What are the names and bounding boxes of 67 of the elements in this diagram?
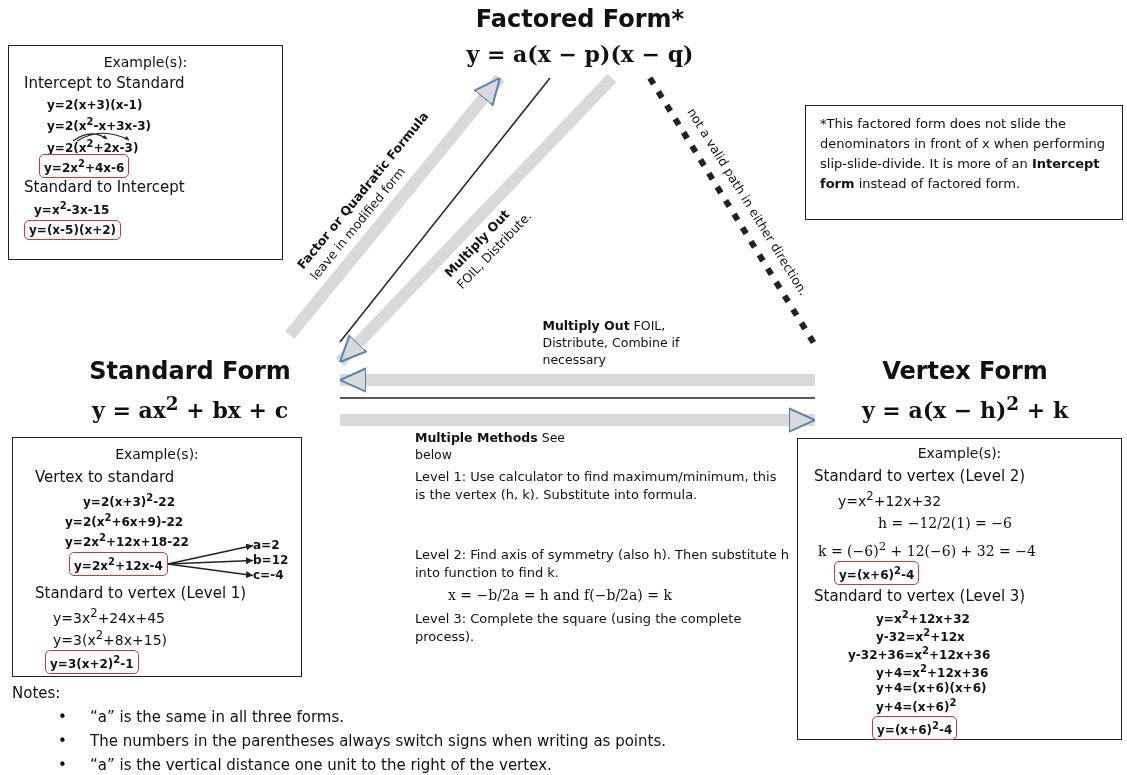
equation: y=2(x$^{2}$+6x+9)-22 (65, 512, 184, 529)
equation: k = (−6)$^{2}$ + 12(−6) + 32 = −4 (818, 539, 1036, 559)
coefficient: a=2 (253, 538, 280, 552)
formula: y = a(x − p)(x − q) (465, 41, 695, 67)
equation: y=x$^{2}$+12x+32 (838, 489, 942, 509)
example-subheading: Standard to Intercept (24, 178, 185, 196)
example-subheading: Standard to vertex (Level 3) (814, 587, 1026, 605)
block-arrow (340, 407, 816, 433)
highlighted-answer: y=2x$^{2}$+12x-4 (69, 552, 168, 576)
formula: y = a(x − h)$^{2}$ + k (860, 393, 1070, 424)
method-text: Level 3: Complete the square (using the complete process). (415, 610, 743, 647)
equation: h = −12/2(1) = −6 (878, 515, 1012, 531)
footnote-text: *This factored form does not slide the denominators in front of x when performing slip-slide-divide. It is more of an Intercept form instead of factored form. (819, 115, 1106, 194)
note-card (805, 105, 1123, 220)
formula: y = ax$^{2}$ + bx + c (90, 393, 290, 424)
note-item: The numbers in the parentheses always switch signs when writing as points. (90, 731, 666, 752)
connector-line (339, 77, 551, 343)
bullet: • (58, 707, 67, 728)
note-item: “a” is the same in all three forms. (90, 707, 344, 728)
example-heading: Example(s): (102, 54, 189, 70)
arrow (167, 557, 254, 565)
block-arrow (339, 367, 815, 393)
example-subheading: Intercept to Standard (24, 74, 185, 92)
equation: y-32+36=x$^{2}$+12x+36 (848, 645, 991, 662)
highlighted-answer: y=(x+6)$^{2}$-4 (872, 716, 958, 740)
equation: y=2(x+3)(x-1) (47, 98, 143, 112)
equation: y+4=x$^{2}$+12x+36 (876, 663, 989, 680)
form-title: Vertex Form (881, 357, 1049, 385)
form-title: Factored Form* (474, 5, 686, 33)
example-card (12, 437, 302, 677)
example-subheading: Standard to vertex (Level 2) (814, 467, 1026, 485)
highlighted-answer: y=3(x+2)$^{2}$-1 (45, 650, 139, 674)
method-text: Level 2: Find axis of symmetry (also h). Then substitute h into function to find k. (415, 546, 791, 583)
equation: y=2(x$^{2}$-x+3x-3) (47, 116, 152, 133)
block-arrow (285, 74, 505, 339)
equation: y=3(x$^{2}$+8x+15) (53, 628, 168, 648)
arrow (167, 563, 254, 579)
formula: x = −b/2a = h and f(−b/2a) = k (448, 586, 672, 605)
example-heading: Example(s): (114, 446, 200, 462)
equation: y-32=x$^{2}$+12x (876, 627, 965, 644)
form-title: Standard Form (88, 357, 292, 385)
bullet: • (58, 731, 67, 752)
block-arrow (335, 73, 617, 367)
note-item: “a” is the vertical distance one unit to the right of the vertex. (90, 755, 552, 775)
notes-heading: Notes: (12, 683, 61, 704)
example-subheading: Standard to vertex (Level 1) (35, 584, 247, 602)
connector-line (339, 397, 816, 399)
highlighted-answer: y=(x+6)$^{2}$-4 (834, 561, 920, 585)
equation: y=2(x$^{2}$+2x-3) (47, 138, 139, 155)
equation: y+4=(x+6)$^{2}$ (876, 697, 957, 714)
bullet: • (58, 755, 67, 775)
example-subheading: Vertex to standard (35, 468, 175, 486)
highlighted-answer: y=(x-5)(x+2) (24, 220, 122, 240)
equation: y=3x$^{2}$+24x+45 (53, 606, 165, 626)
equation: y=x$^{2}$-3x-15 (34, 200, 110, 217)
coefficient: b=12 (253, 553, 289, 567)
equation: y=2x$^{2}$+12x+18-22 (65, 532, 189, 549)
example-card (797, 438, 1122, 740)
highlighted-answer: y=2x$^{2}$+4x-6 (39, 154, 130, 178)
example-card (8, 45, 283, 260)
coefficient: c=-4 (253, 568, 284, 582)
equation: y+4=(x+6)(x+6) (876, 681, 987, 695)
equation: y=2(x+3)$^{2}$-22 (83, 492, 175, 509)
method-text: Level 1: Use calculator to find maximum/minimum, this is the vertex (h, k). Substitute into formula. (415, 468, 778, 505)
example-heading: Example(s): (916, 445, 1003, 461)
dotted-line (647, 76, 818, 347)
equation: y=x$^{2}$+12x+32 (876, 609, 970, 626)
